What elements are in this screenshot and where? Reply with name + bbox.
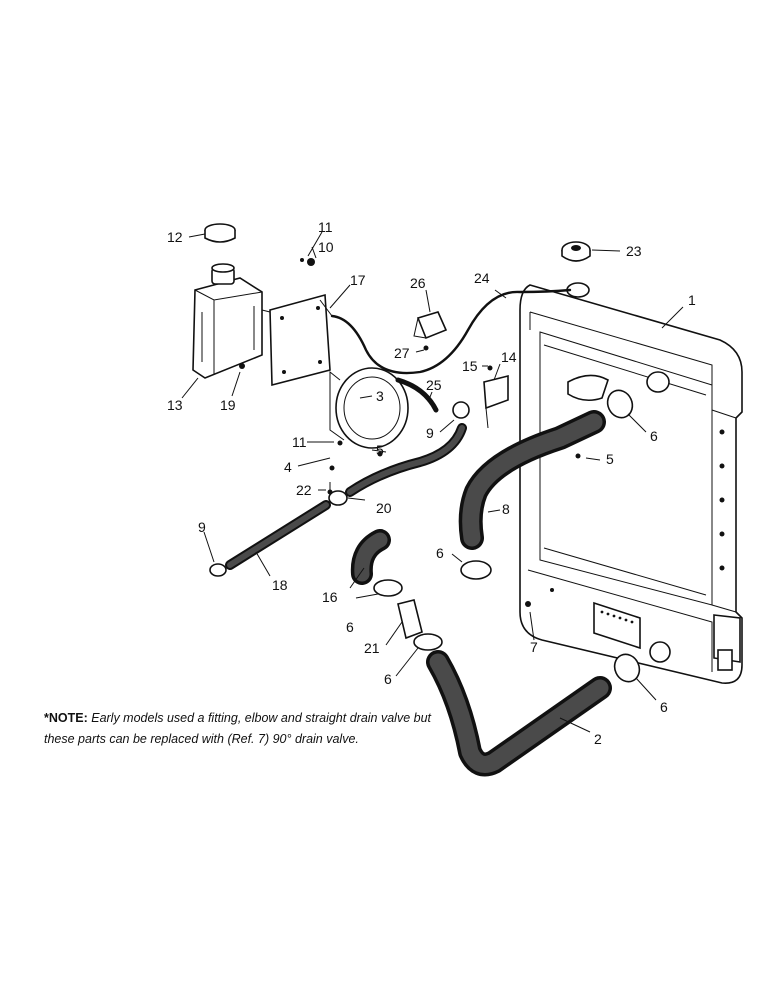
callout-10: 10: [318, 239, 334, 255]
callout-6a: 6: [650, 428, 658, 444]
hose-bracket: [413, 311, 448, 340]
callout-2: 2: [594, 731, 602, 747]
callout-13: 13: [167, 397, 183, 413]
callout-15: 15: [462, 358, 478, 374]
tee-fitting: [328, 482, 348, 506]
callout-17: 17: [350, 272, 366, 288]
callout-labels: 1 2 3 4 5 5 6 6 6 6 6 7 8 9 9 10 11 11 1…: [167, 219, 696, 747]
callout-9b: 9: [198, 519, 206, 535]
drain-elbow: [350, 529, 391, 585]
callout-25: 25: [426, 377, 442, 393]
lower-hose: [426, 650, 612, 777]
radiator: [519, 282, 743, 684]
drain-hose: [209, 500, 331, 577]
callout-6b: 6: [436, 545, 444, 561]
callout-16: 16: [322, 589, 338, 605]
callout-11a: 11: [318, 219, 333, 235]
callout-6c: 6: [346, 619, 354, 635]
leader-lines: [181, 231, 684, 733]
tank-bracket-plate: [269, 293, 331, 387]
callout-11b: 11: [292, 434, 307, 450]
callout-20: 20: [376, 500, 392, 516]
radiator-cap: [561, 241, 591, 262]
callout-6e: 6: [660, 699, 668, 715]
callout-18: 18: [272, 577, 288, 593]
callout-26: 26: [410, 275, 426, 291]
tank-hose: [345, 401, 470, 497]
hose-clamps: [373, 389, 641, 683]
callout-9a: 9: [426, 425, 434, 441]
callout-8: 8: [502, 501, 510, 517]
shroud-ring: [329, 367, 409, 449]
callout-21: 21: [364, 640, 380, 656]
callout-4: 4: [284, 459, 292, 475]
callout-7: 7: [530, 639, 538, 655]
callout-3: 3: [376, 388, 384, 404]
fasteners: [239, 258, 581, 607]
callout-12: 12: [167, 229, 183, 245]
callout-5b: 5: [606, 451, 614, 467]
callout-27: 27: [394, 345, 410, 361]
callout-19: 19: [220, 397, 236, 413]
callout-1: 1: [688, 292, 696, 308]
upper-hose: [458, 410, 606, 550]
straight-drain-valve: [397, 599, 423, 640]
hose-clip: [395, 377, 439, 413]
overflow-tank: [192, 263, 263, 379]
callout-23: 23: [626, 243, 642, 259]
hose-support-bracket: [483, 374, 509, 429]
callout-22: 22: [296, 482, 312, 498]
overflow-tube: [330, 288, 572, 375]
overflow-tank-cap: [204, 223, 236, 243]
diagram-note: *NOTE: Early models used a fitting, elbo…: [44, 708, 444, 750]
radiator-side-bolts: [719, 429, 725, 571]
note-label: *NOTE:: [44, 711, 88, 725]
callout-5a: 5: [376, 442, 384, 458]
callout-6d: 6: [384, 671, 392, 687]
callout-24: 24: [474, 270, 490, 286]
callout-14: 14: [501, 349, 517, 365]
note-text: Early models used a fitting, elbow and s…: [44, 711, 432, 746]
